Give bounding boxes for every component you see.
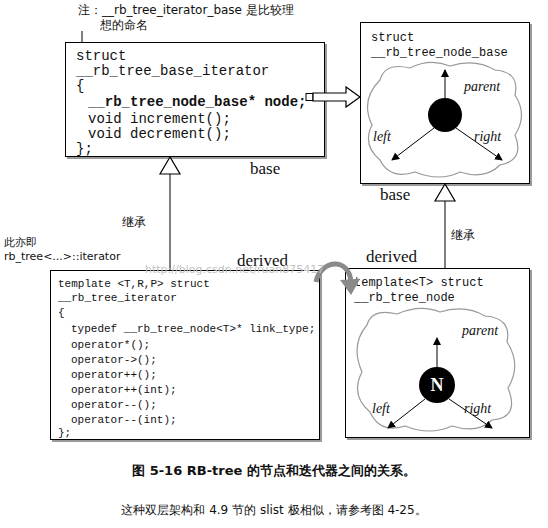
code-text: right — [464, 401, 491, 416]
figure-caption: 图 5-16 RB-tree 的节点和迭代器之间的关系。 — [0, 463, 548, 479]
code-text: operator--(int); — [71, 413, 177, 427]
code-text: operator*(); — [71, 338, 150, 352]
block-arrow — [313, 87, 360, 107]
base-label: base — [250, 160, 280, 178]
code-text: __rb_tree_node — [354, 291, 455, 306]
code-text: operator--(); — [71, 398, 157, 412]
pointer-arrow — [388, 399, 425, 428]
code-text: __rb_tree_base_iterator — [76, 64, 269, 79]
code-text: parent — [462, 323, 498, 338]
pointer-arrow — [445, 70, 446, 98]
code-text: }; — [76, 142, 93, 157]
struct-box: struct__rb_tree_node_baseparent left right — [360, 22, 530, 184]
edge-label: 继承 — [451, 228, 475, 242]
watermark: http://blog.csdn.net/ruan875417 — [145, 263, 324, 276]
code-text: { — [58, 306, 65, 320]
code-text: operator++(int); — [71, 383, 177, 397]
code-text: void decrement(); — [88, 127, 231, 142]
connector — [306, 87, 360, 107]
code-text: __rb_tree_node_base — [371, 46, 508, 61]
code-text: N — [427, 375, 447, 395]
connector — [160, 157, 180, 270]
inheritance-line — [445, 201, 446, 268]
derived-label: derived — [366, 248, 417, 266]
node-circle — [419, 367, 455, 403]
struct-box: struct__rb_tree_base_iterator{ __rb_tree_… — [65, 42, 325, 157]
code-text: struct — [371, 31, 414, 46]
pointer-arrow — [456, 128, 502, 160]
base-label: base — [380, 186, 410, 204]
code-text: template <T,R,P> struct — [58, 277, 210, 291]
code-text: void increment(); — [88, 112, 231, 127]
code-text: operator->(); — [71, 353, 157, 367]
code-text: left — [372, 401, 390, 416]
edge-label: 继承 — [122, 215, 146, 229]
pointer-arrow — [449, 399, 492, 428]
caption-note: 这种双层架构和 4.9 节的 slist 极相似，请参考图 4-25。 — [0, 503, 548, 518]
pointer-square — [306, 94, 313, 101]
pointer-arrow — [392, 128, 434, 160]
inheritance-line — [170, 174, 171, 270]
code-text: { — [76, 79, 84, 94]
note: 注：__rb_tree_iterator_base 是比较理想的命名 — [78, 3, 300, 33]
node-circle — [428, 98, 462, 132]
struct-box: template<T> struct__rb_tree_nodeparentNl… — [345, 268, 530, 438]
cloud-shape — [357, 308, 515, 431]
note: 此亦即 rb_tree<...>::iterator — [4, 236, 154, 264]
code-text: operator++(); — [71, 368, 157, 382]
leader-line — [82, 31, 83, 42]
code-text: struct — [76, 49, 126, 64]
code-text: __rb_tree_iterator — [58, 291, 177, 305]
cloud-shape — [368, 62, 522, 177]
code-text: }; — [58, 426, 71, 440]
code-text: right — [474, 129, 501, 144]
inheritance-triangle — [435, 184, 455, 201]
code-text: typedef __rb_tree_node<T>* link_type; — [71, 322, 315, 336]
struct-box: template <T,R,P> struct__rb_tree_iterato… — [50, 270, 320, 440]
pointer-arrow — [437, 338, 438, 367]
code-text: left — [373, 129, 391, 144]
inheritance-triangle — [160, 157, 180, 174]
code-text: template<T> struct — [354, 276, 484, 291]
code-text: __rb_tree_node_base* node; — [88, 95, 306, 110]
code-text: parent — [464, 79, 500, 94]
connector — [435, 184, 455, 268]
